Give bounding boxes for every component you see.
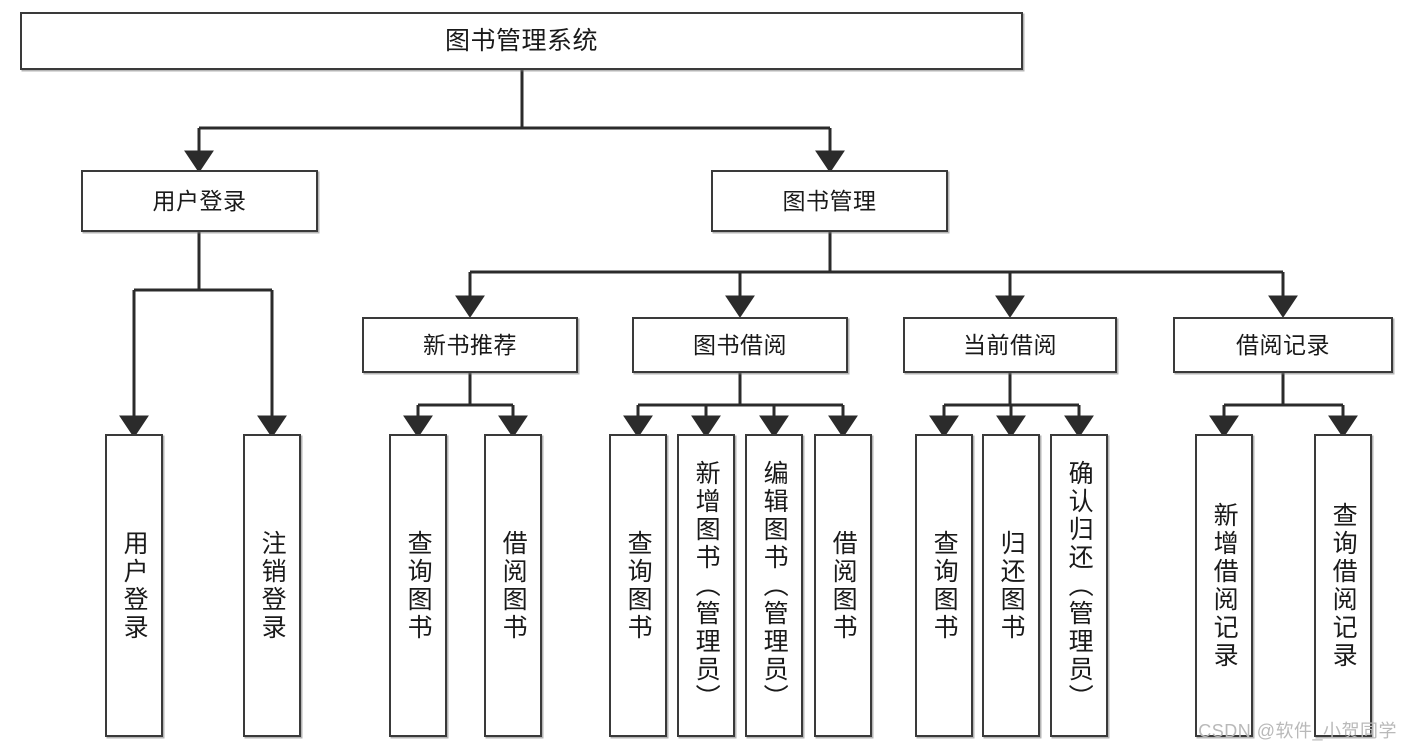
leaf-current-confirm-return-admin[interactable]: 确认归还（管理员） [1050,434,1108,737]
node-user-login[interactable]: 用户登录 [81,170,318,232]
leaf-user-login-signout[interactable]: 注销登录 [243,434,301,737]
node-borrow-records[interactable]: 借阅记录 [1173,317,1393,373]
node-label: 编辑图书（管理员） [760,459,789,712]
node-label: 查询图书 [930,529,959,642]
node-label: 图书管理系统 [444,26,598,55]
node-label: 查询图书 [404,529,433,642]
leaf-borrow-edit-book-admin[interactable]: 编辑图书（管理员） [745,434,803,737]
leaf-borrow-borrow-book[interactable]: 借阅图书 [814,434,872,737]
leaf-borrow-add-book-admin[interactable]: 新增图书（管理员） [677,434,735,737]
node-label: 查询借阅记录 [1329,501,1358,670]
leaf-new-book-query[interactable]: 查询图书 [389,434,447,737]
node-label: 查询图书 [624,529,653,642]
node-label: 借阅图书 [829,529,858,642]
node-label: 新增借阅记录 [1210,501,1239,670]
node-book-management[interactable]: 图书管理 [711,170,948,232]
node-label: 归还图书 [997,529,1026,642]
leaf-new-book-borrow[interactable]: 借阅图书 [484,434,542,737]
leaf-user-login-signin[interactable]: 用户登录 [105,434,163,737]
node-label: 新书推荐 [423,331,517,358]
node-label: 新增图书（管理员） [692,459,721,712]
node-label: 用户登录 [120,529,149,642]
leaf-records-query-record[interactable]: 查询借阅记录 [1314,434,1372,737]
leaf-borrow-query-book[interactable]: 查询图书 [609,434,667,737]
node-current-borrow[interactable]: 当前借阅 [903,317,1117,373]
leaf-records-add-record[interactable]: 新增借阅记录 [1195,434,1253,737]
node-label: 用户登录 [152,187,247,214]
node-book-borrow[interactable]: 图书借阅 [632,317,848,373]
node-label: 图书管理 [782,187,877,214]
node-label: 借阅图书 [499,529,528,642]
leaf-current-query-book[interactable]: 查询图书 [915,434,973,737]
node-label: 确认归还（管理员） [1065,459,1094,712]
csdn-watermark: CSDN @软件_小贺同学 [1198,721,1397,741]
node-new-book-recommend[interactable]: 新书推荐 [362,317,578,373]
node-root-system[interactable]: 图书管理系统 [20,12,1023,70]
node-label: 借阅记录 [1236,331,1330,358]
leaf-current-return-book[interactable]: 归还图书 [982,434,1040,737]
node-label: 图书借阅 [693,331,787,358]
node-label: 当前借阅 [963,331,1057,358]
node-label: 注销登录 [258,529,287,642]
